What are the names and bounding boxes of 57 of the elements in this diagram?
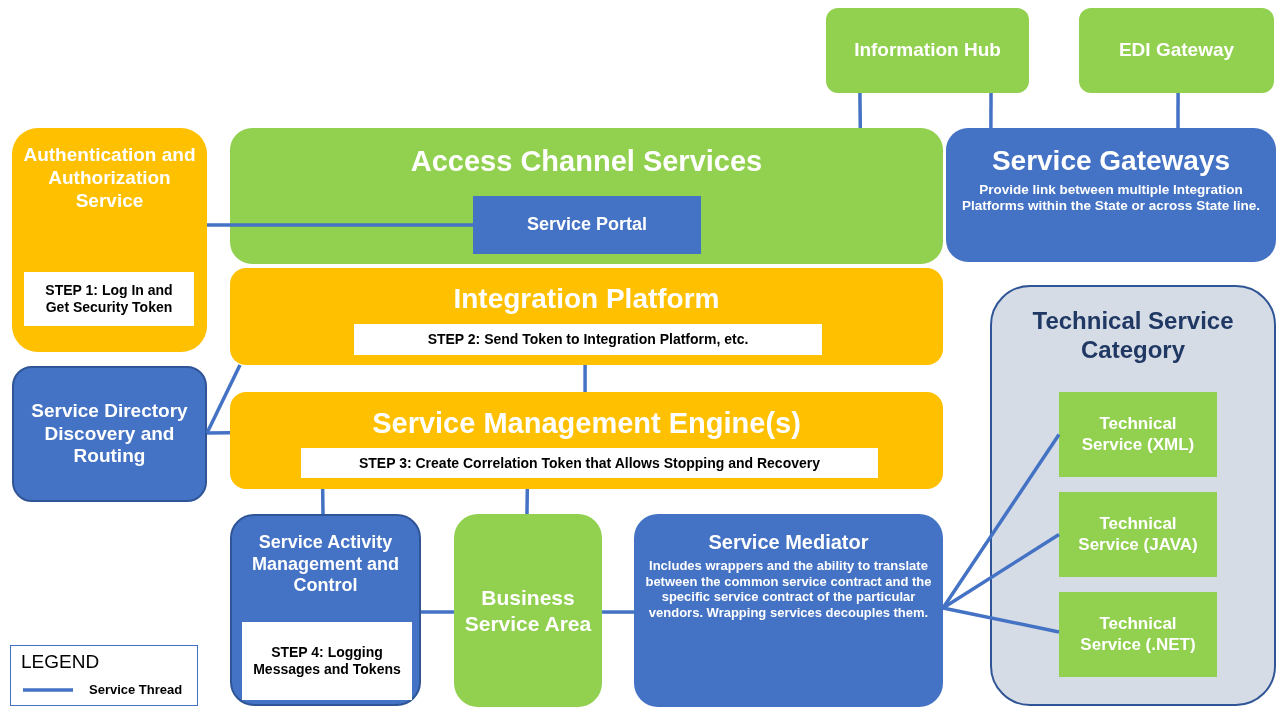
connector-line — [858, 93, 863, 128]
step-box — [354, 324, 822, 355]
step-box — [301, 448, 878, 478]
box-title: Service Management Engine(s) — [372, 406, 801, 441]
connector-line — [206, 431, 231, 435]
connector-line — [583, 365, 587, 392]
box-title: Technical Service (.NET) — [1079, 614, 1197, 655]
system-box — [1079, 8, 1274, 93]
box-title: Service Portal — [526, 214, 648, 236]
legend-title: LEGEND — [21, 652, 100, 671]
box-title: Authentication and Authorization Service — [22, 144, 197, 213]
category-container — [990, 285, 1276, 706]
layer-box — [230, 392, 943, 489]
connector-line — [320, 488, 325, 515]
box-title: Information Hub — [854, 39, 1001, 62]
connector-line — [602, 610, 634, 614]
system-box — [826, 8, 1029, 93]
step-box — [242, 622, 412, 700]
area-box — [454, 514, 602, 707]
portal-box — [473, 196, 701, 254]
layer-box — [230, 128, 943, 264]
box-title: Integration Platform — [453, 282, 720, 316]
step-box — [24, 272, 194, 326]
box-description: Includes wrappers and the ability to translate between the common service contract and the specific service contract of the particular vendors. Wrapping services decouples them. — [644, 558, 933, 621]
connector-line — [205, 364, 242, 434]
box-title: Service Mediator — [708, 530, 869, 554]
gateway-box — [946, 128, 1276, 262]
box-title: Technical Service (XML) — [1080, 414, 1196, 455]
box-title: Service Activity Management and Control — [251, 532, 400, 597]
technical-service-box — [1059, 392, 1217, 477]
step-text: STEP 2: Send Token to Integration Platform, etc. — [427, 331, 749, 348]
connector-line — [989, 93, 993, 128]
box-title: Access Channel Services — [410, 144, 763, 179]
step-text: STEP 4: Logging Messages and Tokens — [252, 644, 402, 678]
layer-box — [230, 268, 943, 365]
service-box — [12, 128, 207, 352]
technical-service-box — [1059, 492, 1217, 577]
connector-line — [207, 223, 473, 227]
connector-line — [942, 606, 1060, 634]
connector-line — [525, 488, 530, 515]
box-title: Service Gateways — [991, 144, 1231, 178]
directory-box — [12, 366, 207, 502]
control-box — [230, 514, 421, 706]
box-title: Business Service Area — [463, 585, 593, 636]
box-title: EDI Gateway — [1118, 39, 1235, 62]
technical-service-box — [1059, 592, 1217, 677]
legend-text: Service Thread — [89, 682, 183, 697]
mediator-box — [634, 514, 943, 707]
connector-line — [1176, 93, 1180, 128]
box-title: Technical Service Category — [1031, 307, 1235, 365]
box-description: Provide link between multiple Integration Platforms within the State or across State line. — [961, 181, 1261, 214]
step-text: STEP 3: Create Correlation Token that Allows Stopping and Recovery — [358, 454, 821, 472]
box-title: Service Directory Discovery and Routing — [30, 399, 189, 469]
step-text: STEP 1: Log In and Get Security Token — [44, 282, 174, 316]
connector-line — [941, 433, 1061, 609]
box-title: Technical Service (JAVA) — [1077, 514, 1199, 555]
connector-line — [421, 610, 454, 614]
